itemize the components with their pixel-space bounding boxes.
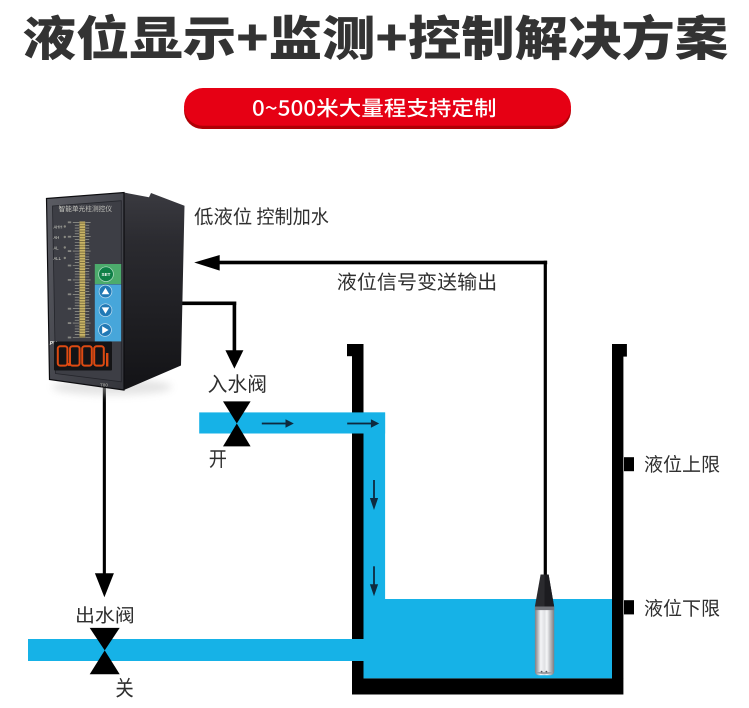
svg-text:ALL: ALL: [54, 256, 62, 261]
svg-text:AH: AH: [54, 235, 60, 240]
svg-text:PV: PV: [50, 341, 57, 347]
svg-text:T80: T80: [100, 383, 108, 388]
svg-text:AHH: AHH: [54, 225, 63, 230]
svg-text:SET: SET: [102, 272, 111, 277]
svg-text:AL: AL: [54, 246, 60, 251]
